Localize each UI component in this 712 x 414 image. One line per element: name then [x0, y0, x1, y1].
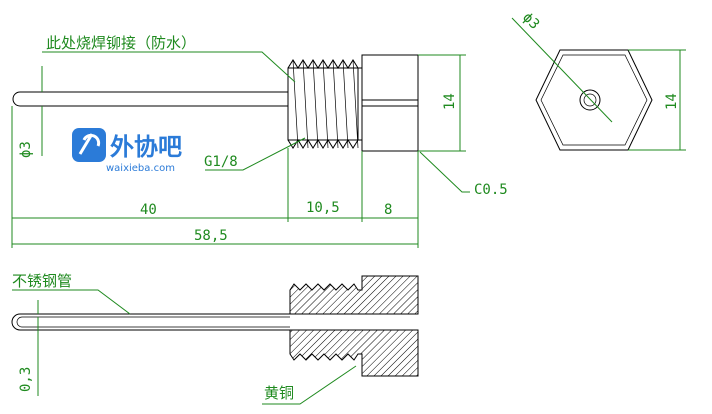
tube-outline	[12, 91, 289, 107]
chamfer-dim: C0.5	[474, 182, 508, 198]
watermark-url: waixieba.com	[106, 163, 175, 174]
watermark-brand: 外协吧	[110, 133, 182, 161]
fitting-section-bottom	[289, 329, 419, 377]
watermark: 外协吧 waixieba.com	[72, 128, 182, 174]
len-hex-dim: 8	[384, 202, 392, 218]
len-thread-dim: 10,5	[306, 200, 340, 216]
end-view-dimensions	[511, 17, 686, 151]
tube-section	[11, 313, 290, 331]
fitting-section-top	[289, 275, 419, 315]
thread-spec: G1/8	[204, 154, 238, 170]
side-view	[12, 54, 419, 152]
thread-teeth-bottom	[287, 139, 359, 149]
hex-height-dim: 14	[442, 93, 458, 110]
end-view	[535, 49, 653, 151]
tube-material-label: 不锈钢管	[12, 272, 72, 290]
wall-thickness-dim: 0,3	[18, 367, 34, 392]
fitting-material-label: 黄铜	[264, 384, 294, 402]
thread-body	[287, 67, 359, 141]
len-total-dim: 58,5	[194, 228, 228, 244]
weld-note: 此处烧焊铆接（防水）	[46, 34, 196, 52]
hex-nut	[361, 54, 419, 152]
thread-helix	[292, 59, 359, 149]
watermark-logo-icon	[72, 128, 106, 162]
hex-outline	[535, 49, 653, 151]
end-view-height-dim: 14	[664, 93, 680, 110]
bore-circle	[579, 89, 601, 111]
section-view-dimensions	[12, 289, 357, 405]
side-view-dimensions	[11, 51, 470, 248]
len-tube-dim: 40	[140, 202, 157, 218]
section-view	[11, 275, 419, 377]
tube-diameter-dim: ϕ3	[18, 141, 34, 158]
